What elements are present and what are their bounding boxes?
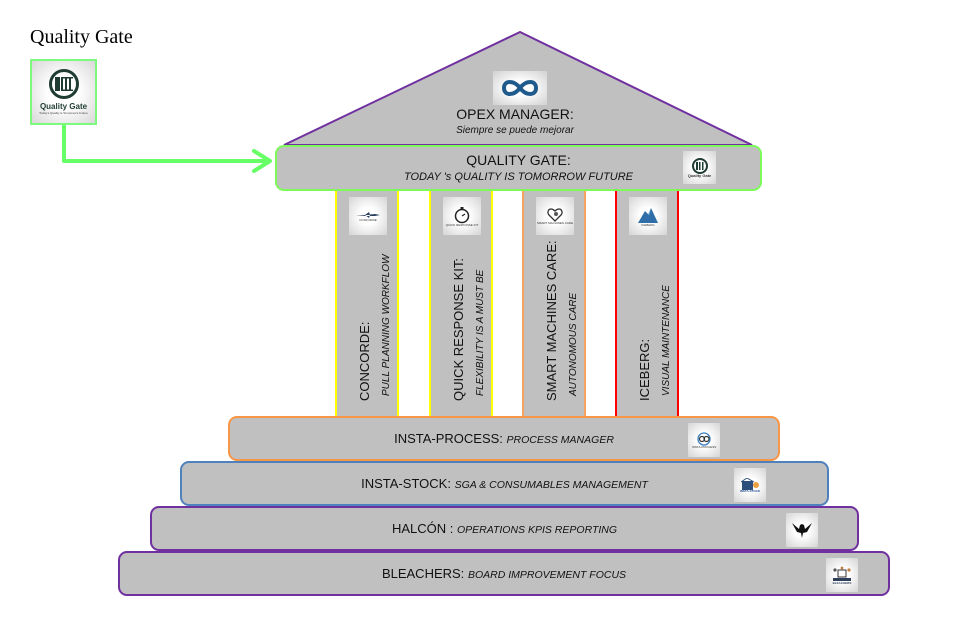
quality-gate-card[interactable]: Quality Gate Today's Quality is Tomorrow… (30, 59, 97, 125)
step-title-line: BLEACHERS: BOARD IMPROVEMENT FOCUS (382, 566, 626, 581)
pillar-subtitle: FLEXIBILITY IS A MUST BE (475, 269, 486, 396)
page-title: Quality Gate (30, 26, 133, 48)
quality-gate-logo-icon: Quality Gate (683, 151, 716, 184)
step-bleachers[interactable]: BLEACHERS: BOARD IMPROVEMENT FOCUS BLEAC… (118, 551, 890, 596)
pillar-title: QUICK RESPONSE KIT: (451, 257, 466, 401)
step-insta-process[interactable]: INSTA-PROCESS: PROCESS MANAGER INSTA-PRO… (228, 416, 780, 461)
pillar-quick-response-kit[interactable]: QUICK RESPONSE KIT QUICK RESPONSE KIT: F… (429, 191, 493, 416)
opex-manager-title: OPEX MANAGER: (456, 106, 574, 122)
step-title-line: HALCÓN : OPERATIONS KPIS REPORTING (392, 521, 617, 536)
insta-process-logo-text: INSTA-PROCESS (691, 444, 717, 449)
pillar-concorde[interactable]: CONCORDE CONCORDE: PULL PLANNING WORKFLO… (335, 191, 399, 416)
step-halcon[interactable]: HALCÓN : OPERATIONS KPIS REPORTING (150, 506, 859, 551)
pillar-title: SMART MACHINES CARE: (544, 240, 559, 401)
step-title: INSTA-PROCESS: (394, 431, 503, 446)
airplane-icon: CONCORDE (349, 197, 387, 235)
smart-machines-logo-text: SMART MACHINES CARE (536, 220, 574, 225)
step-subtitle: PROCESS MANAGER (506, 434, 614, 446)
bleachers-logo-text: BLEACHERS (832, 580, 852, 585)
pillar-subtitle: PULL PLANNING WORKFLOW (381, 254, 392, 396)
heart-gear-icon: SMART MACHINES CARE (536, 197, 574, 235)
connector-arrow-line (62, 125, 270, 163)
board-people-icon: BLEACHERS (826, 558, 858, 592)
quality-gate-logo-icon (48, 69, 79, 99)
iceberg-icon: ICEBERG (629, 197, 667, 235)
warehouse-icon: INSTA-STOCK (734, 468, 766, 502)
connector-arrow-head (252, 149, 272, 173)
pillar-subtitle: AUTONOMOUS CARE (568, 292, 579, 396)
pillar-subtitle: VISUAL MAINTENANCE (661, 285, 672, 396)
concorde-logo-text: CONCORDE (359, 217, 377, 222)
step-title-line: INSTA-PROCESS: PROCESS MANAGER (394, 431, 614, 446)
step-title: INSTA-STOCK: (361, 476, 451, 491)
step-title: BLEACHERS: (381, 566, 465, 581)
beam-logo-text: Quality Gate (687, 172, 712, 178)
quality-gate-beam[interactable] (275, 145, 762, 191)
insta-stock-logo-text: INSTA-STOCK (739, 488, 761, 493)
falcon-icon (786, 513, 818, 547)
step-subtitle: BOARD IMPROVEMENT FOCUS (467, 569, 627, 581)
quality-gate-logo-name: Quality Gate (39, 102, 88, 111)
gears-icon: INSTA-PROCESS (688, 423, 720, 457)
pillar-title: ICEBERG: (637, 338, 652, 401)
pillar-iceberg[interactable]: ICEBERG ICEBERG: VISUAL MAINTENANCE (615, 191, 679, 416)
step-title-line: INSTA-STOCK: SGA & CONSUMABLES MANAGEMEN… (361, 476, 648, 491)
quality-gate-subtitle: TODAY 's QUALITY IS TOMORROW FUTURE (403, 171, 634, 183)
pillar-title: CONCORDE: (357, 321, 372, 401)
iceberg-logo-text: ICEBERG (641, 222, 655, 227)
step-title: HALCÓN : (391, 521, 454, 536)
quick-response-logo-text: QUICK RESPONSE KIT (445, 222, 479, 227)
step-insta-stock[interactable]: INSTA-STOCK: SGA & CONSUMABLES MANAGEMEN… (180, 461, 829, 506)
pillar-smart-machines-care[interactable]: SMART MACHINES CARE SMART MACHINES CARE:… (522, 191, 586, 416)
stopwatch-icon: QUICK RESPONSE KIT (443, 197, 481, 235)
step-subtitle: OPERATIONS KPIS REPORTING (456, 524, 618, 536)
quality-gate-title: QUALITY GATE: (466, 152, 571, 168)
quality-gate-logo-tagline: Today's Quality is Tomorrow's Future (39, 111, 88, 115)
infinity-icon (493, 71, 547, 105)
opex-manager-subtitle: Siempre se puede mejorar (456, 125, 574, 136)
step-subtitle: SGA & CONSUMABLES MANAGEMENT (454, 479, 648, 491)
